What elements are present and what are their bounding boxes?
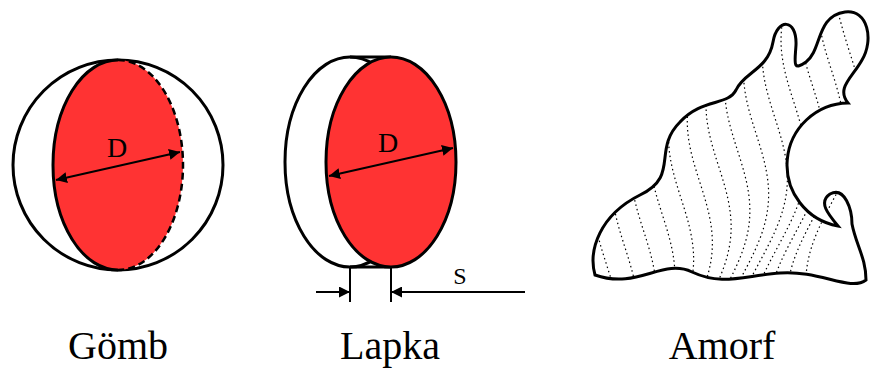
dimension-label: D <box>378 129 398 157</box>
caption: Gömb <box>68 326 168 366</box>
disc-figure <box>285 57 525 302</box>
disc-face <box>326 57 456 267</box>
sphere-figure <box>13 60 223 270</box>
extension-line <box>349 267 351 302</box>
texture-line <box>728 5 769 301</box>
amorphous-fill <box>593 12 868 284</box>
amorphous-outline <box>593 12 868 284</box>
caption: Amorf <box>669 326 776 366</box>
dimension-label: D <box>107 134 127 162</box>
texture-line <box>650 5 707 301</box>
texture-line <box>612 5 670 301</box>
section-edge <box>53 60 118 270</box>
dimension-arrow <box>316 291 350 293</box>
texture-line <box>739 5 788 301</box>
texture-line <box>718 5 753 301</box>
texture-line <box>687 5 733 301</box>
texture-line <box>575 5 632 301</box>
texture-line <box>752 5 806 301</box>
dimension-arrow <box>391 291 525 293</box>
texture-line <box>706 5 743 301</box>
texture-line <box>556 5 613 301</box>
amorphous-figure <box>556 5 868 301</box>
texture-line <box>594 5 651 301</box>
dimension-label: S <box>453 264 466 288</box>
section-hidden-edge <box>118 60 183 270</box>
texture-line <box>669 5 721 301</box>
sphere-section <box>53 60 183 270</box>
caption: Lapka <box>340 326 440 366</box>
texture-line <box>631 5 690 301</box>
extension-line <box>390 267 392 302</box>
sphere-outline <box>13 60 223 270</box>
